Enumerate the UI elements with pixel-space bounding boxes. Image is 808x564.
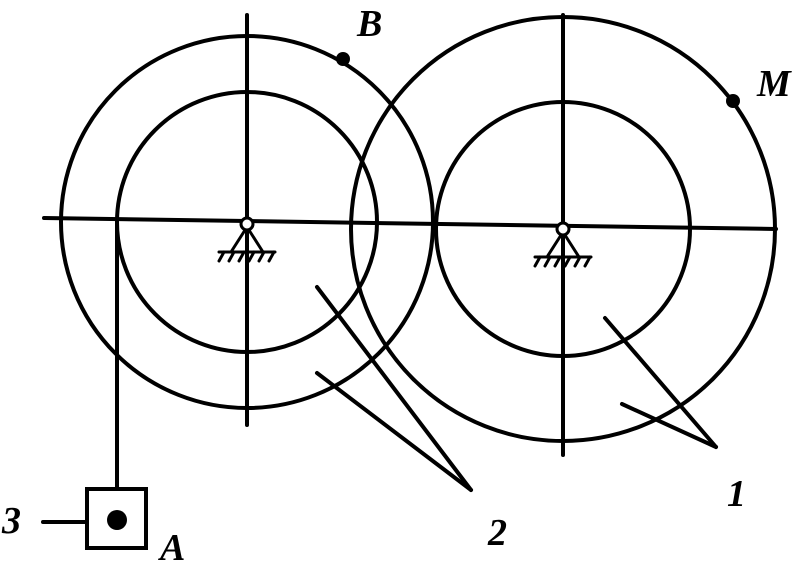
right-pivot-support-icon xyxy=(533,221,593,268)
load-a-center-dot xyxy=(107,510,127,530)
right-pivot-hinge xyxy=(555,221,571,237)
point-b-label: B xyxy=(356,3,382,45)
point-m-dot xyxy=(726,94,740,108)
point-a-label: A xyxy=(158,527,185,564)
body-1-label: 1 xyxy=(727,473,746,515)
horizontal-axis-line xyxy=(42,216,778,231)
label-1-leader-line-lower xyxy=(620,402,718,449)
point-m-label: M xyxy=(756,63,792,105)
label-2-leader-line-lower xyxy=(315,371,473,492)
body-2-label: 2 xyxy=(487,512,507,554)
left-pivot-support-icon xyxy=(217,216,277,263)
body-3-label: 3 xyxy=(1,500,21,542)
right-gear xyxy=(349,13,777,457)
label-2-leader-line-upper xyxy=(315,285,473,492)
left-pivot-hinge xyxy=(239,216,255,232)
point-b-dot xyxy=(336,52,350,66)
label-1-leader-line-upper xyxy=(603,316,718,449)
load-a-box xyxy=(85,487,148,550)
